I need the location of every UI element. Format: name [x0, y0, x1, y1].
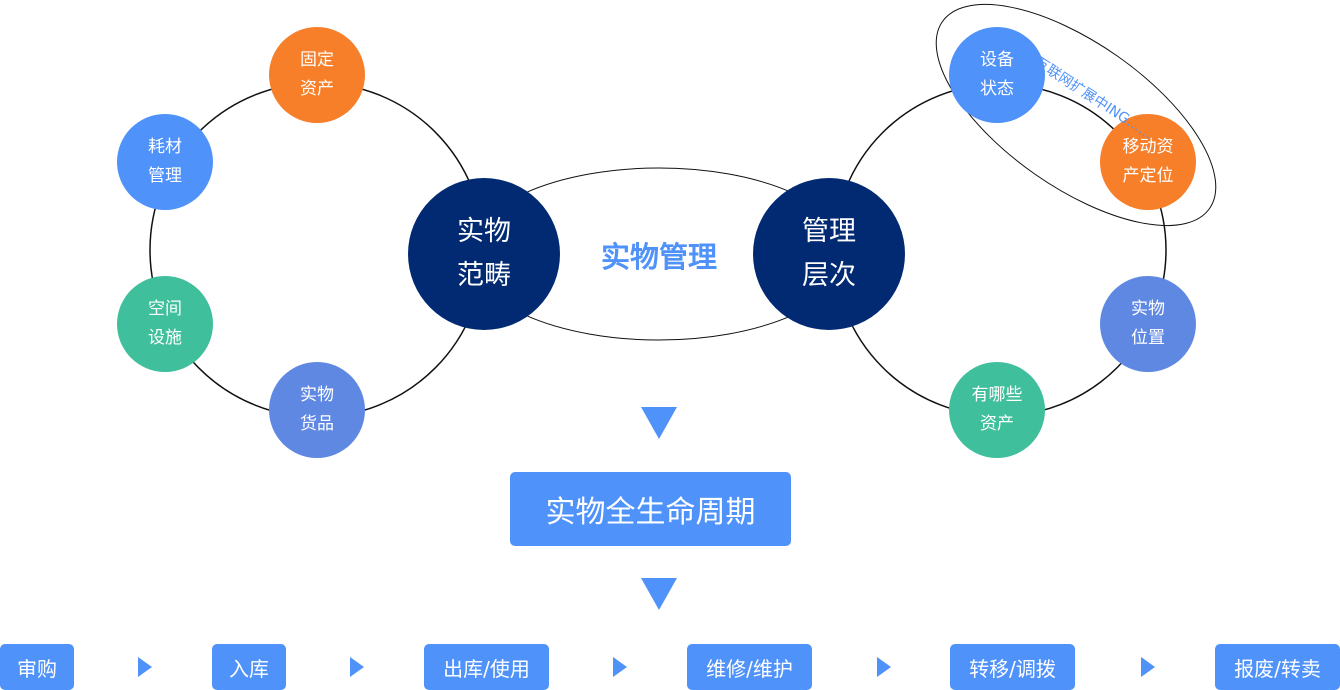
node-label: 实物 货品	[300, 385, 334, 434]
node-which-assets: 有哪些 资产	[949, 362, 1045, 458]
step-transfer-allocation: 转移/调拨	[950, 644, 1075, 690]
step-label: 转移/调拨	[969, 656, 1056, 681]
hub-management-level: 管理 层次	[753, 178, 905, 330]
right-arrow-icon	[138, 657, 152, 677]
node-label: 耗材 管理	[148, 137, 182, 186]
down-arrow-icon	[641, 407, 677, 439]
down-arrow-icon	[641, 578, 677, 610]
center-title: 实物管理	[600, 240, 717, 274]
step-repair-maintenance: 维修/维护	[687, 644, 812, 690]
iot-ellipse	[935, 3, 1217, 227]
node-fixed-assets: 固定 资产	[269, 27, 365, 123]
step-outbound-use: 出库/使用	[424, 644, 549, 690]
right-arrow-icon	[1141, 657, 1155, 677]
step-scrap-resale: 报废/转卖	[1215, 644, 1340, 690]
node-label: 空间 设施	[148, 299, 182, 348]
step-label: 维修/维护	[706, 656, 793, 681]
node-label: 有哪些 资产	[971, 385, 1023, 434]
hub-label: 管理 层次	[802, 216, 856, 291]
node-physical-goods: 实物 货品	[269, 362, 365, 458]
step-label: 出库/使用	[443, 656, 530, 681]
hub-label: 实物 范畴	[457, 216, 511, 291]
step-label: 报废/转卖	[1234, 656, 1321, 681]
lifecycle-title: 实物全生命周期	[545, 495, 756, 530]
node-equipment-status: 设备 状态	[949, 27, 1045, 123]
node-label: 设备 状态	[980, 50, 1014, 99]
right-arrow-icon	[877, 657, 891, 677]
step-label: 入库	[229, 656, 269, 681]
node-mobile-asset-location: 移动资 产定位	[1100, 114, 1196, 210]
step-review-purchase: 审购	[0, 644, 74, 690]
step-label: 审购	[17, 656, 57, 681]
node-consumables: 耗材 管理	[117, 114, 213, 210]
node-label: 固定 资产	[300, 50, 334, 99]
node-physical-location: 实物 位置	[1100, 276, 1196, 372]
right-arrow-icon	[613, 657, 627, 677]
node-label: 移动资 产定位	[1122, 137, 1174, 186]
step-warehousing: 入库	[212, 644, 286, 690]
node-space-facilities: 空间 设施	[117, 276, 213, 372]
hub-physical-scope: 实物 范畴	[408, 178, 560, 330]
right-arrow-icon	[350, 657, 364, 677]
node-label: 实物 位置	[1131, 299, 1165, 348]
lifecycle-title-box: 实物全生命周期	[510, 472, 791, 546]
